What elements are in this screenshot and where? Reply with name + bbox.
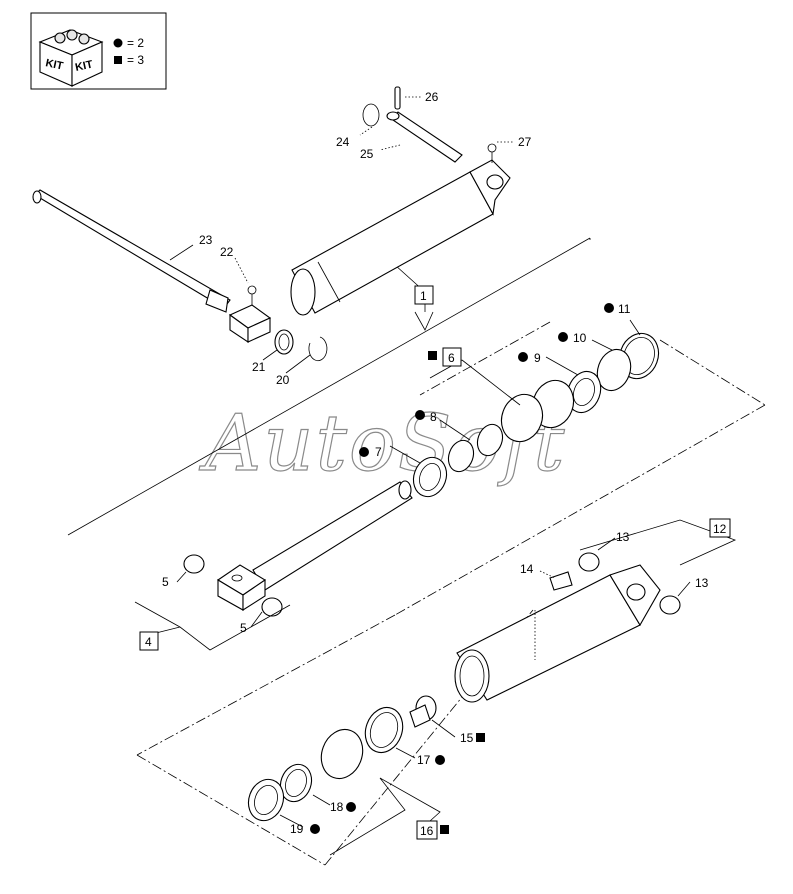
kit-circle-7 — [359, 447, 369, 457]
callout-15: 15 — [460, 731, 474, 745]
circle-kit-count: = 2 — [127, 36, 144, 50]
square-kit-count: = 3 — [127, 53, 144, 67]
callout-box-16 — [416, 820, 438, 840]
callout-27: 27 — [518, 135, 532, 149]
callout-20: 20 — [276, 373, 290, 387]
callout-16: 16 — [420, 824, 434, 838]
callout-17: 17 — [417, 753, 431, 767]
kit-circle-11 — [604, 303, 614, 313]
kit-circle-19 — [310, 824, 320, 834]
piston-seal-kit — [412, 332, 660, 498]
callout-box-6 — [442, 347, 462, 367]
callout-8: 8 — [430, 410, 437, 424]
callout-11: 11 — [618, 302, 631, 316]
kit-label-left: KIT — [44, 57, 64, 72]
kit-circle-9 — [518, 352, 528, 362]
kit-square-15 — [476, 733, 485, 742]
assembly-outline — [67, 237, 766, 866]
kit-square-16 — [440, 825, 449, 834]
callout-19: 19 — [290, 822, 304, 836]
barrel-assembly — [454, 519, 737, 703]
callout-5-lower: 5 — [240, 621, 247, 635]
callout-25: 25 — [360, 147, 374, 161]
callout-23: 23 — [199, 233, 213, 247]
kit-circle-8 — [415, 410, 425, 420]
kit-label-right: KIT — [74, 58, 94, 73]
callout-4: 4 — [145, 635, 152, 649]
callout-18: 18 — [330, 800, 344, 814]
callout-5-upper: 5 — [162, 575, 169, 589]
callout-labels: 1 4 5 5 6 7 8 9 10 11 12 13 13 14 15 16 … — [139, 90, 731, 840]
callout-6: 6 — [448, 351, 455, 365]
kit-circle-10 — [558, 332, 568, 342]
callout-24: 24 — [336, 135, 350, 149]
callout-10: 10 — [573, 331, 587, 345]
callout-22: 22 — [220, 245, 234, 259]
kit-legend: KIT KIT = 2 = 3 — [30, 12, 167, 90]
callout-box-12 — [709, 518, 731, 538]
square-kit-symbol — [114, 56, 122, 64]
callout-14: 14 — [520, 562, 534, 576]
callout-9: 9 — [534, 351, 541, 365]
rod-assembly — [134, 480, 413, 651]
kit-circle-17 — [435, 755, 445, 765]
callout-box-1 — [414, 285, 434, 305]
leader-lines — [169, 96, 691, 828]
kit-box-icon: KIT KIT — [38, 29, 104, 87]
kit-square-6 — [428, 351, 437, 360]
callout-12: 12 — [713, 522, 727, 536]
cylinder-assembly — [32, 86, 511, 362]
callout-box-4 — [139, 631, 159, 651]
callout-13-upper: 13 — [616, 530, 630, 544]
kit-circle-18 — [346, 802, 356, 812]
callout-1: 1 — [420, 289, 427, 303]
callout-13-lower: 13 — [695, 576, 709, 590]
callout-26: 26 — [425, 90, 439, 104]
callout-7: 7 — [375, 445, 382, 459]
callout-21: 21 — [252, 360, 266, 374]
bottom-seal-kit — [247, 695, 441, 856]
circle-kit-symbol — [113, 38, 123, 48]
